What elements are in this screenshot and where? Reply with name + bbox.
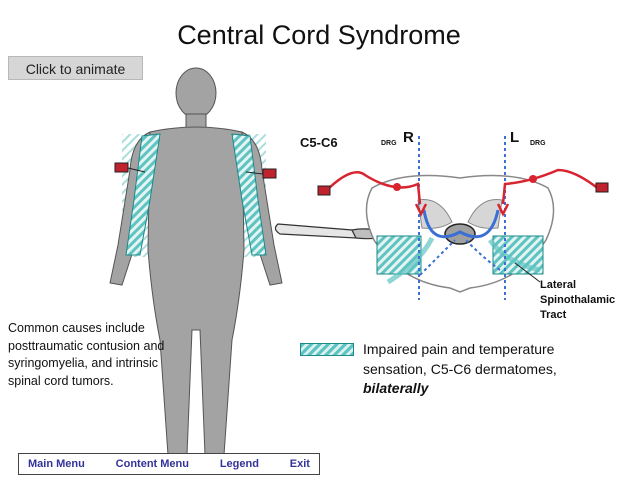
animate-button[interactable]: Click to animate — [8, 56, 143, 80]
dermatome-right-arm — [231, 133, 267, 256]
pin-icon — [245, 168, 277, 179]
pin-icon — [114, 162, 146, 173]
tract-label-line: Spinothalamic — [540, 294, 616, 306]
main-menu-link[interactable]: Main Menu — [28, 458, 85, 470]
spinal-level-label: C5-C6 — [300, 135, 338, 150]
spinal-cord-cross-section — [365, 174, 555, 293]
page-title: Central Cord Syndrome — [177, 20, 461, 50]
causes-text: Common causes include posttraumatic cont… — [8, 321, 165, 388]
legend-text: Impaired pain and temperature sensation,… — [363, 340, 603, 399]
dermatome-left-arm — [125, 133, 161, 256]
legend-link[interactable]: Legend — [219, 458, 259, 470]
tract-label: Lateral Spinothalamic Tract — [540, 278, 615, 323]
body-figure — [109, 67, 283, 456]
tract-label-line: Lateral — [540, 279, 577, 291]
legend-swatch — [300, 343, 354, 356]
legend-emphasis: bilaterally — [363, 380, 429, 396]
tract-label-line: Tract — [540, 309, 567, 321]
drg-label-left: DRG — [381, 140, 397, 147]
content-menu-link[interactable]: Content Menu — [115, 458, 189, 470]
menu-bar: Main Menu Content Menu Legend Exit — [18, 453, 320, 475]
exit-link[interactable]: Exit — [289, 458, 310, 470]
pin-icon — [317, 185, 331, 196]
drg-label-right: DRG — [530, 140, 546, 147]
right-side-label: R — [403, 129, 414, 146]
left-side-label: L — [510, 129, 520, 146]
lesion-left-tract — [376, 235, 422, 275]
legend-description: Impaired pain and temperature sensation,… — [363, 341, 557, 377]
pin-icon — [595, 182, 609, 193]
